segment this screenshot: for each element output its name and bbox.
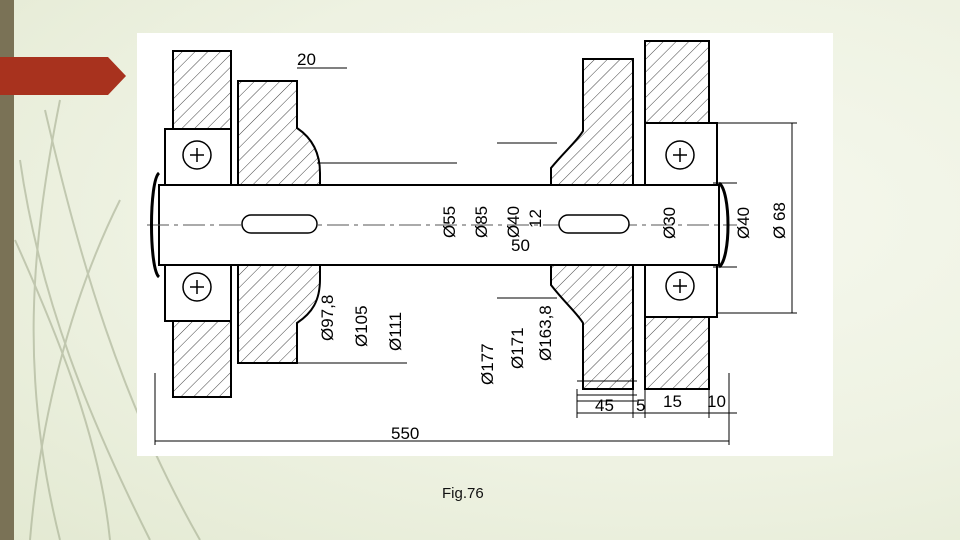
dimension-10: 10 — [707, 392, 726, 411]
figure-caption: Fig.76 — [442, 485, 484, 502]
dimension-d163-8: Ø163,8 — [536, 305, 555, 361]
dimension-20: 20 — [297, 50, 316, 69]
dimension-50: 50 — [511, 236, 530, 255]
dimension-45: 45 — [595, 396, 614, 415]
right-end-cover — [717, 181, 730, 269]
dimension-d40-cover: Ø40 — [734, 207, 753, 239]
dimension-12: 12 — [526, 209, 545, 228]
title-arrow-tab — [0, 57, 126, 95]
decorative-curves — [14, 99, 201, 540]
dimension-d85: Ø85 — [472, 206, 491, 238]
dimension-d40-shaft: Ø40 — [504, 206, 523, 238]
dimension-d177: Ø177 — [478, 343, 497, 385]
right-hub-lower — [550, 264, 634, 390]
left-end-cover — [150, 171, 161, 279]
dimension-d111: Ø111 — [386, 312, 405, 351]
dimension-d97-8: Ø97,8 — [318, 295, 337, 341]
dimension-d105: Ø105 — [352, 305, 371, 347]
right-wheel-upper — [644, 40, 710, 124]
left-hub-upper — [237, 80, 321, 186]
dimension-d171: Ø171 — [508, 327, 527, 369]
right-hub-upper — [550, 58, 634, 186]
dimension-d30: Ø30 — [660, 207, 679, 239]
right-keyway — [558, 214, 630, 234]
left-wheel-upper — [172, 50, 232, 130]
dimension-5: 5 — [636, 396, 645, 415]
right-wheel-lower — [644, 316, 710, 390]
shaft-assembly-drawing: 20 Ø55 Ø85 Ø40 12 50 Ø30 Ø40 Ø 68 Ø97,8 … — [147, 40, 797, 445]
left-hub-lower — [237, 264, 321, 364]
left-accent-bar — [0, 0, 14, 540]
dimension-d55: Ø55 — [440, 206, 459, 238]
dimension-15: 15 — [663, 392, 682, 411]
dimension-550: 550 — [391, 424, 419, 443]
left-keyway — [241, 214, 318, 234]
technical-drawing: 20 Ø55 Ø85 Ø40 12 50 Ø30 Ø40 Ø 68 Ø97,8 … — [137, 33, 833, 456]
dimension-d68: Ø 68 — [770, 202, 789, 239]
